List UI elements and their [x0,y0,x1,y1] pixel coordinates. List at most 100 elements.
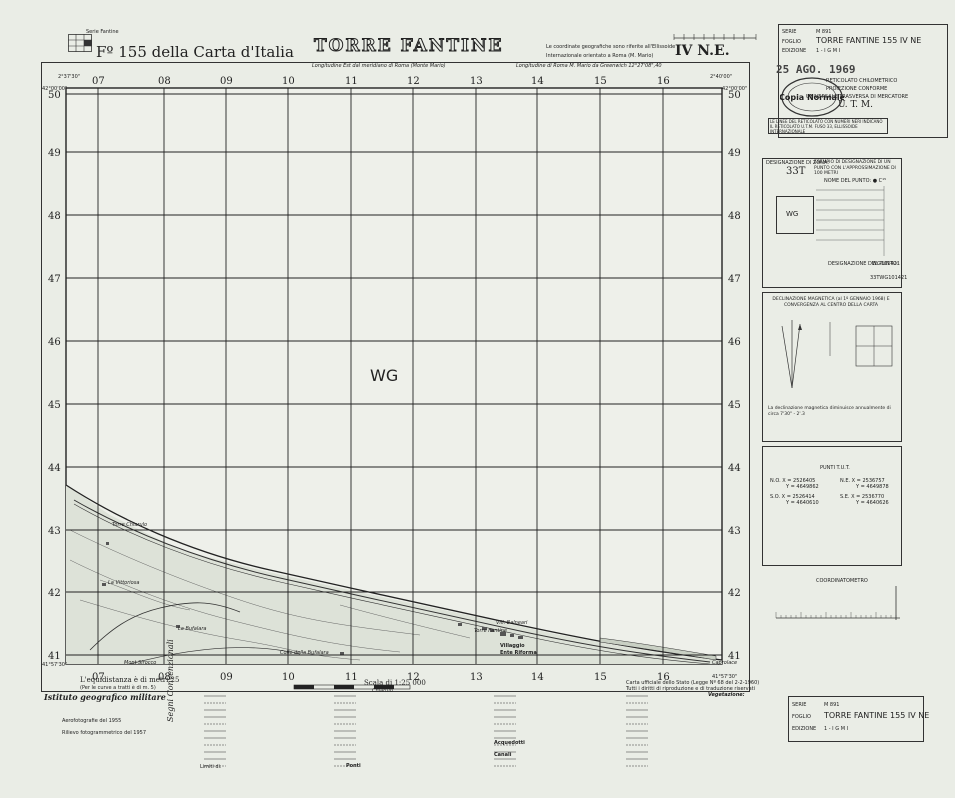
easting-label-15: 15 [594,672,607,683]
place-la-bufalara: La Bufalara [178,626,207,632]
coordinatometro-diagram[interactable] [772,584,904,624]
northing-label-47: 47 [48,274,61,285]
esempio-title: ESEMPIO DI DESIGNAZIONE DI UN PUNTO CON … [814,160,896,176]
map-title: TORRE FANTINE [314,36,504,57]
edition-panel [778,24,948,138]
coord-x: N.E. X = 2536757 [840,478,885,484]
minute-scale [673,34,757,40]
place-colle-bufalara: Colle della Bufalara [280,650,329,656]
northing-label-49: 49 [48,148,61,159]
bottom-foglio-value: TORRE FANTINE 155 IV NE [824,711,930,720]
northing-label-44: 44 [48,463,61,474]
easting-label-09: 09 [220,672,233,683]
northing-label-42: 42 [728,588,741,599]
bottom-serie-label: SERIE [792,702,807,708]
northing-label-41: 41 [728,651,741,662]
canali-label: Canali [494,752,512,758]
northing-label-50: 50 [48,90,61,101]
bottom-foglio-label: FOGLIO [792,714,811,720]
northing-label-47: 47 [728,274,741,285]
reticolato-4: U. T. M. [838,100,873,110]
edizione-label: EDIZIONE [782,48,807,54]
designation-panel [762,158,902,288]
reticolato-1: RETICOLATO CHILOMETRICO [826,78,898,84]
declination-note: La declinazione magnetica diminuisce ann… [768,406,891,417]
ellipsoid-note-2: Internazionale orientato a Roma (M. Mari… [546,53,654,59]
coord-y: Y = 4649862 [786,484,819,490]
corner-ne-label: 2°40'00" [710,74,733,80]
place-villaggio: Villaggio [500,643,525,649]
equidistanza-sub: (Per le curve a tratti è di m. 5) [80,685,156,691]
coord-y: Y = 4640610 [786,500,819,506]
designazione-full: 33TWG101421 [870,275,908,281]
declination-panel [762,292,902,442]
nome-punto: NOME DEL PUNTO: ● C¹⁵ [824,178,887,184]
reticolato-3: UNIVERSALE TRASVERSA DI MERCATORE [806,94,909,100]
lagoon [599,637,717,661]
easting-label-13: 13 [470,76,483,87]
coord-x: N.O. X = 2526405 [770,478,816,484]
easting-label-11: 11 [345,672,358,683]
easting-label-16: 16 [657,76,670,87]
carta-ufficiale: Carta ufficiale dello Stato (Legge Nº 68… [626,680,760,686]
easting-label-10: 10 [282,672,295,683]
easting-label-12: 12 [407,672,420,683]
northing-label-49: 49 [728,148,741,159]
designazione-value: WG101421 [872,261,900,267]
bottom-serie-value: M 891 [824,702,840,708]
declination-title: DECLINAZIONE MAGNETICA (al 1º GENNAIO 19… [772,297,890,308]
map-outer-frame [41,62,750,692]
scale-bar [293,684,411,690]
vegetazione-label: Vegetazione: [708,692,745,698]
equidistanza: L'equidistanza è di metri 25 [80,676,180,684]
stamp-seal: Copia Normale [780,77,844,117]
northing-label-46: 46 [48,337,61,348]
place-caprolace: Caprolace [712,660,738,666]
easting-label-09: 09 [220,76,233,87]
istituto: Istituto geografico militare [44,692,166,702]
easting-label-13: 13 [470,672,483,683]
designation-steps [816,186,885,256]
grid-square-box [776,196,814,234]
lat-bottom-right-label: 41°57'30" [712,674,738,680]
nota-box [768,118,888,134]
bottom-edition-panel [788,696,924,742]
date-stamp: 25 AGO. 1969 [776,63,856,76]
canal [129,647,301,665]
place-torre-chiarulo: Torre Chiarulo [112,522,148,528]
northing-label-46: 46 [728,337,741,348]
index-grid-icon [68,34,92,52]
lat-bottom-label: 41°57'30" [42,662,68,668]
reticolato-2: PROIEZIONE CONFORME [826,86,888,92]
easting-label-14: 14 [531,76,544,87]
place-mont-sirocco: Mont Sirocco [124,660,157,666]
easting-label-12: 12 [407,76,420,87]
foglio-value: TORRE FANTINE 155 IV NE [816,36,922,45]
easting-label-10: 10 [282,76,295,87]
place-vill-balneari: Vill. Balneari [496,620,528,626]
zona-value: 33T [786,166,806,177]
sheet-number: Fº 155 della Carta d'Italia [96,43,294,61]
easting-label-07: 07 [92,672,105,683]
northing-label-45: 45 [728,400,741,411]
coastal-road [73,499,711,663]
punti-title: PUNTI T.U.T. [820,465,850,471]
limiti-label: Limiti di: [200,764,222,770]
bottom-edizione-value: 1 - I G M I [824,726,849,732]
land-area [66,485,722,664]
corner-nw-label: 2°37'30" [58,74,81,80]
legend-symbols [204,695,648,767]
grid-square-letters: WG [370,366,399,385]
coastal-road-2 [73,503,711,665]
serie-label: SERIE [782,29,797,35]
northing-label-44: 44 [728,463,741,474]
place-torre-fantine: Torre Fantine [474,628,507,634]
northing-label-45: 45 [48,400,61,411]
contour-lines [69,529,471,661]
coord-y: Y = 4649878 [856,484,889,490]
